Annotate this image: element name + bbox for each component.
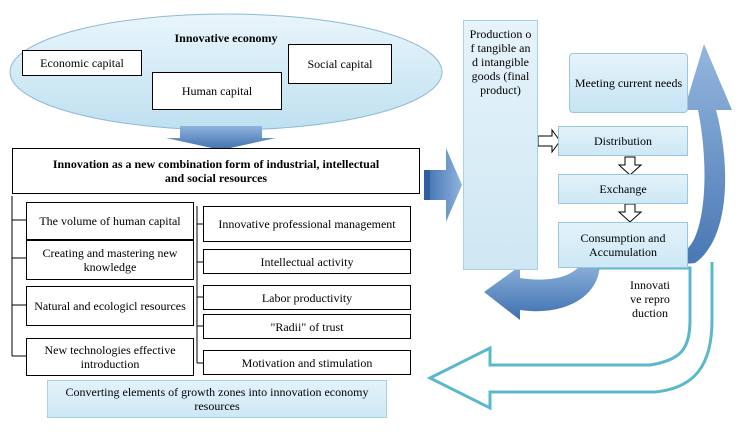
main-box-title: Innovation as a new combination form of … (12, 148, 420, 194)
white-down-arrow-icon (617, 203, 643, 223)
innovative-reproduction-arrow (426, 262, 714, 411)
right-item-motivation: Motivation and stimulation (203, 350, 411, 375)
left-bracket (11, 196, 26, 357)
exchange-box: Exchange (558, 174, 688, 204)
consumption-accumulation-box: Consumption and Accumulation (558, 222, 688, 268)
white-right-arrow-icon (537, 128, 561, 154)
middle-bracket (196, 206, 203, 364)
social-capital-box: Social capital (288, 44, 392, 84)
human-capital-box: Human capital (152, 72, 282, 110)
meeting-needs-box: Meeting current needs (569, 53, 688, 113)
white-down-arrow-icon (617, 156, 643, 176)
down-arrow-icon (166, 126, 276, 150)
left-item-human-capital: The volume of human capital (26, 202, 194, 240)
distribution-box: Distribution (558, 126, 688, 156)
innovative-economy-title: Innovative economy (174, 31, 278, 45)
right-item-intellectual-activity: Intellectual activity (203, 249, 411, 274)
production-label: Production of tangible and intangible go… (469, 27, 532, 97)
left-item-natural-resources: Natural and ecologicl resources (26, 286, 194, 326)
curved-up-arrow-icon (684, 44, 732, 268)
economic-capital-box: Economic capital (22, 50, 142, 76)
right-item-management: Innovative professional management (203, 206, 411, 242)
left-item-new-technologies: New technologies effective introduction (26, 338, 194, 376)
right-arrow-icon (424, 148, 462, 222)
right-item-labor-productivity: Labor productivity (203, 285, 411, 310)
innovative-reproduction-label: Innovative reproduction (630, 278, 670, 320)
right-item-radii-of-trust: "Radii" of trust (203, 314, 411, 339)
left-item-knowledge: Creating and mastering new knowledge (26, 240, 194, 280)
production-box: Production of tangible and intangible go… (463, 20, 538, 270)
curved-back-arrow-icon (484, 262, 600, 320)
converting-box: Converting elements of growth zones into… (47, 380, 387, 418)
